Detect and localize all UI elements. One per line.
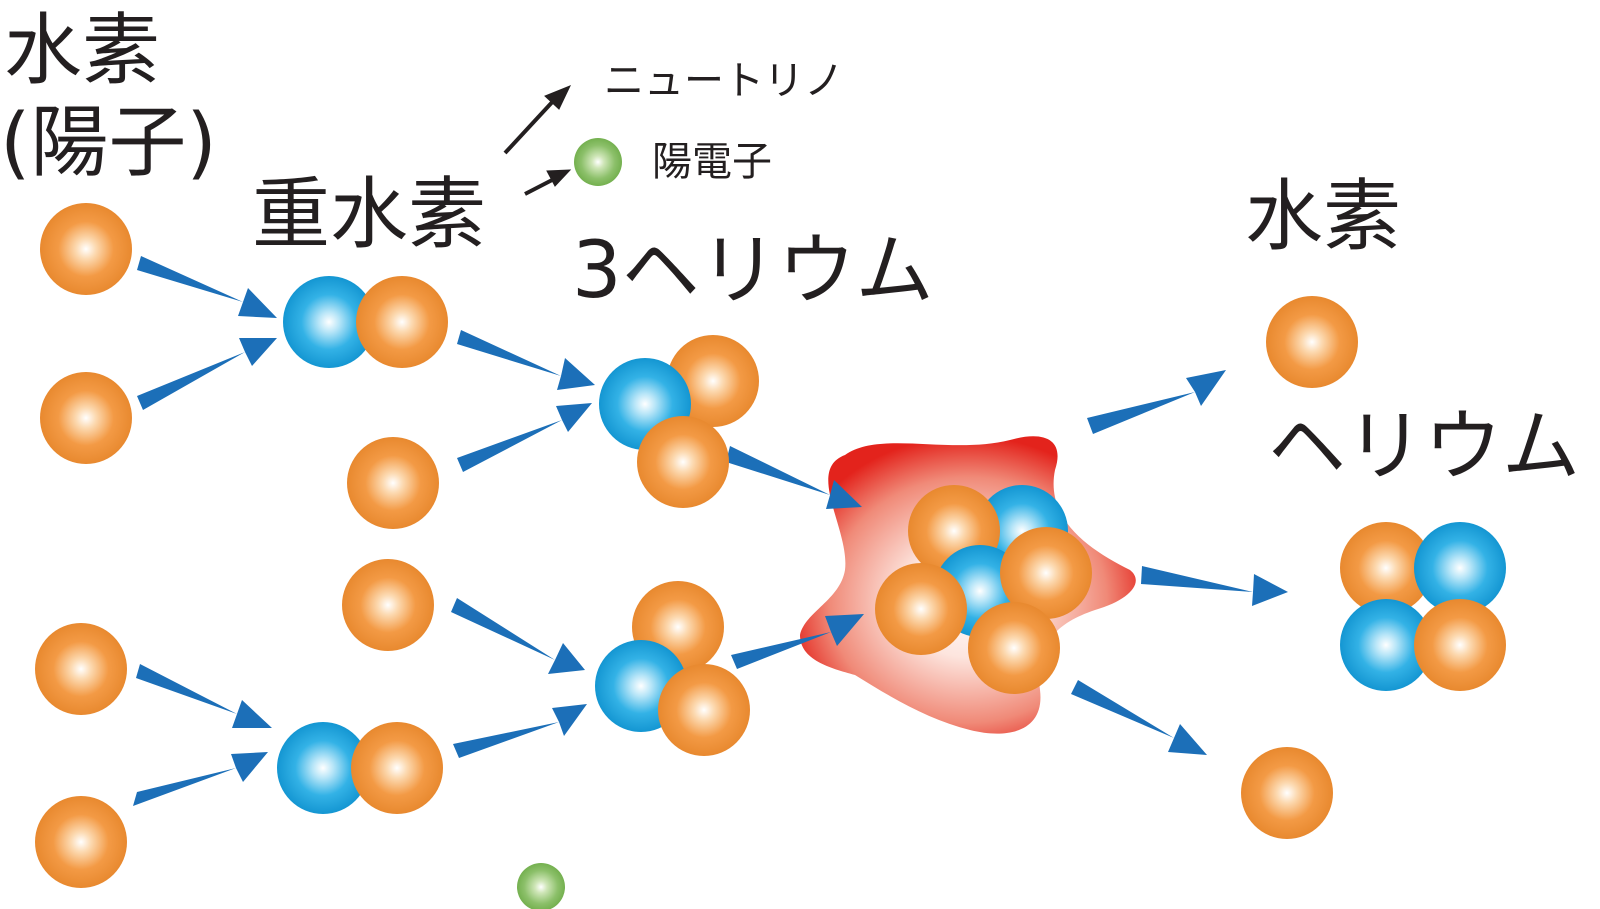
arrow-he3b-to-fusion (731, 614, 864, 669)
label-positron: 陽電子 (652, 139, 772, 185)
positron-arrow-head (546, 169, 572, 187)
deuterium-top (283, 276, 448, 368)
proton (968, 602, 1060, 694)
proton (351, 722, 443, 814)
fusion-cluster (875, 485, 1092, 694)
proton (35, 796, 127, 888)
helium3-top (599, 335, 759, 508)
label-hydrogen-proton-line2: (陽子) (0, 98, 217, 188)
neutrino-arrow-line (503, 96, 558, 155)
label-deuterium: 重水素 (252, 170, 487, 260)
arrow-fusion-to-hydrogen-top (1087, 370, 1226, 434)
proton (1241, 747, 1333, 839)
arrow-proton1-to-deuterium (137, 256, 277, 318)
arrow-proton5-to-deuterium-b (136, 664, 272, 728)
proton (347, 437, 439, 529)
positron-particle (574, 138, 622, 186)
proton (875, 563, 967, 655)
arrow-fusion-to-hydrogen-bottom (1071, 680, 1207, 755)
label-helium3: 3ヘリウム (572, 226, 934, 316)
arrow-deuterium-b-to-he3b (453, 704, 587, 758)
proton (1414, 599, 1506, 691)
label-hydrogen-proton-line1: 水素 (4, 6, 161, 96)
arrow-proton6-to-deuterium-b (133, 752, 268, 806)
helium3-bottom (595, 581, 750, 756)
proton (356, 276, 448, 368)
free-protons (35, 203, 1358, 888)
proton (35, 623, 127, 715)
proton (1266, 296, 1358, 388)
proton (658, 664, 750, 756)
proton (342, 559, 434, 651)
arrow-proton2-to-deuterium (137, 338, 277, 410)
proton (40, 203, 132, 295)
positron-particle (517, 863, 565, 909)
arrow-proton4-to-he3b (451, 598, 585, 674)
proton (637, 416, 729, 508)
label-hydrogen-out: 水素 (1245, 172, 1402, 262)
emission-arrows (503, 85, 572, 196)
neutron (277, 722, 369, 814)
arrow-deuterium-to-he3 (457, 330, 595, 390)
proton (1000, 527, 1092, 619)
reaction-arrows (133, 256, 1288, 806)
neutron (283, 276, 375, 368)
neutrino-arrow-head (544, 85, 572, 110)
neutron (1340, 599, 1432, 691)
label-neutrino: ニュートリノ (604, 58, 844, 104)
arrow-fusion-to-helium (1141, 566, 1288, 606)
arrow-proton3-to-he3 (457, 403, 592, 472)
neutron (1414, 522, 1506, 614)
arrow-he3-to-fusion (726, 446, 862, 509)
proton (40, 372, 132, 464)
proton (1340, 522, 1432, 614)
helium4-product (1340, 522, 1506, 691)
label-helium: ヘリウム (1268, 402, 1581, 492)
positron-arrow-line (524, 176, 557, 196)
deuterium-bottom (277, 722, 443, 814)
